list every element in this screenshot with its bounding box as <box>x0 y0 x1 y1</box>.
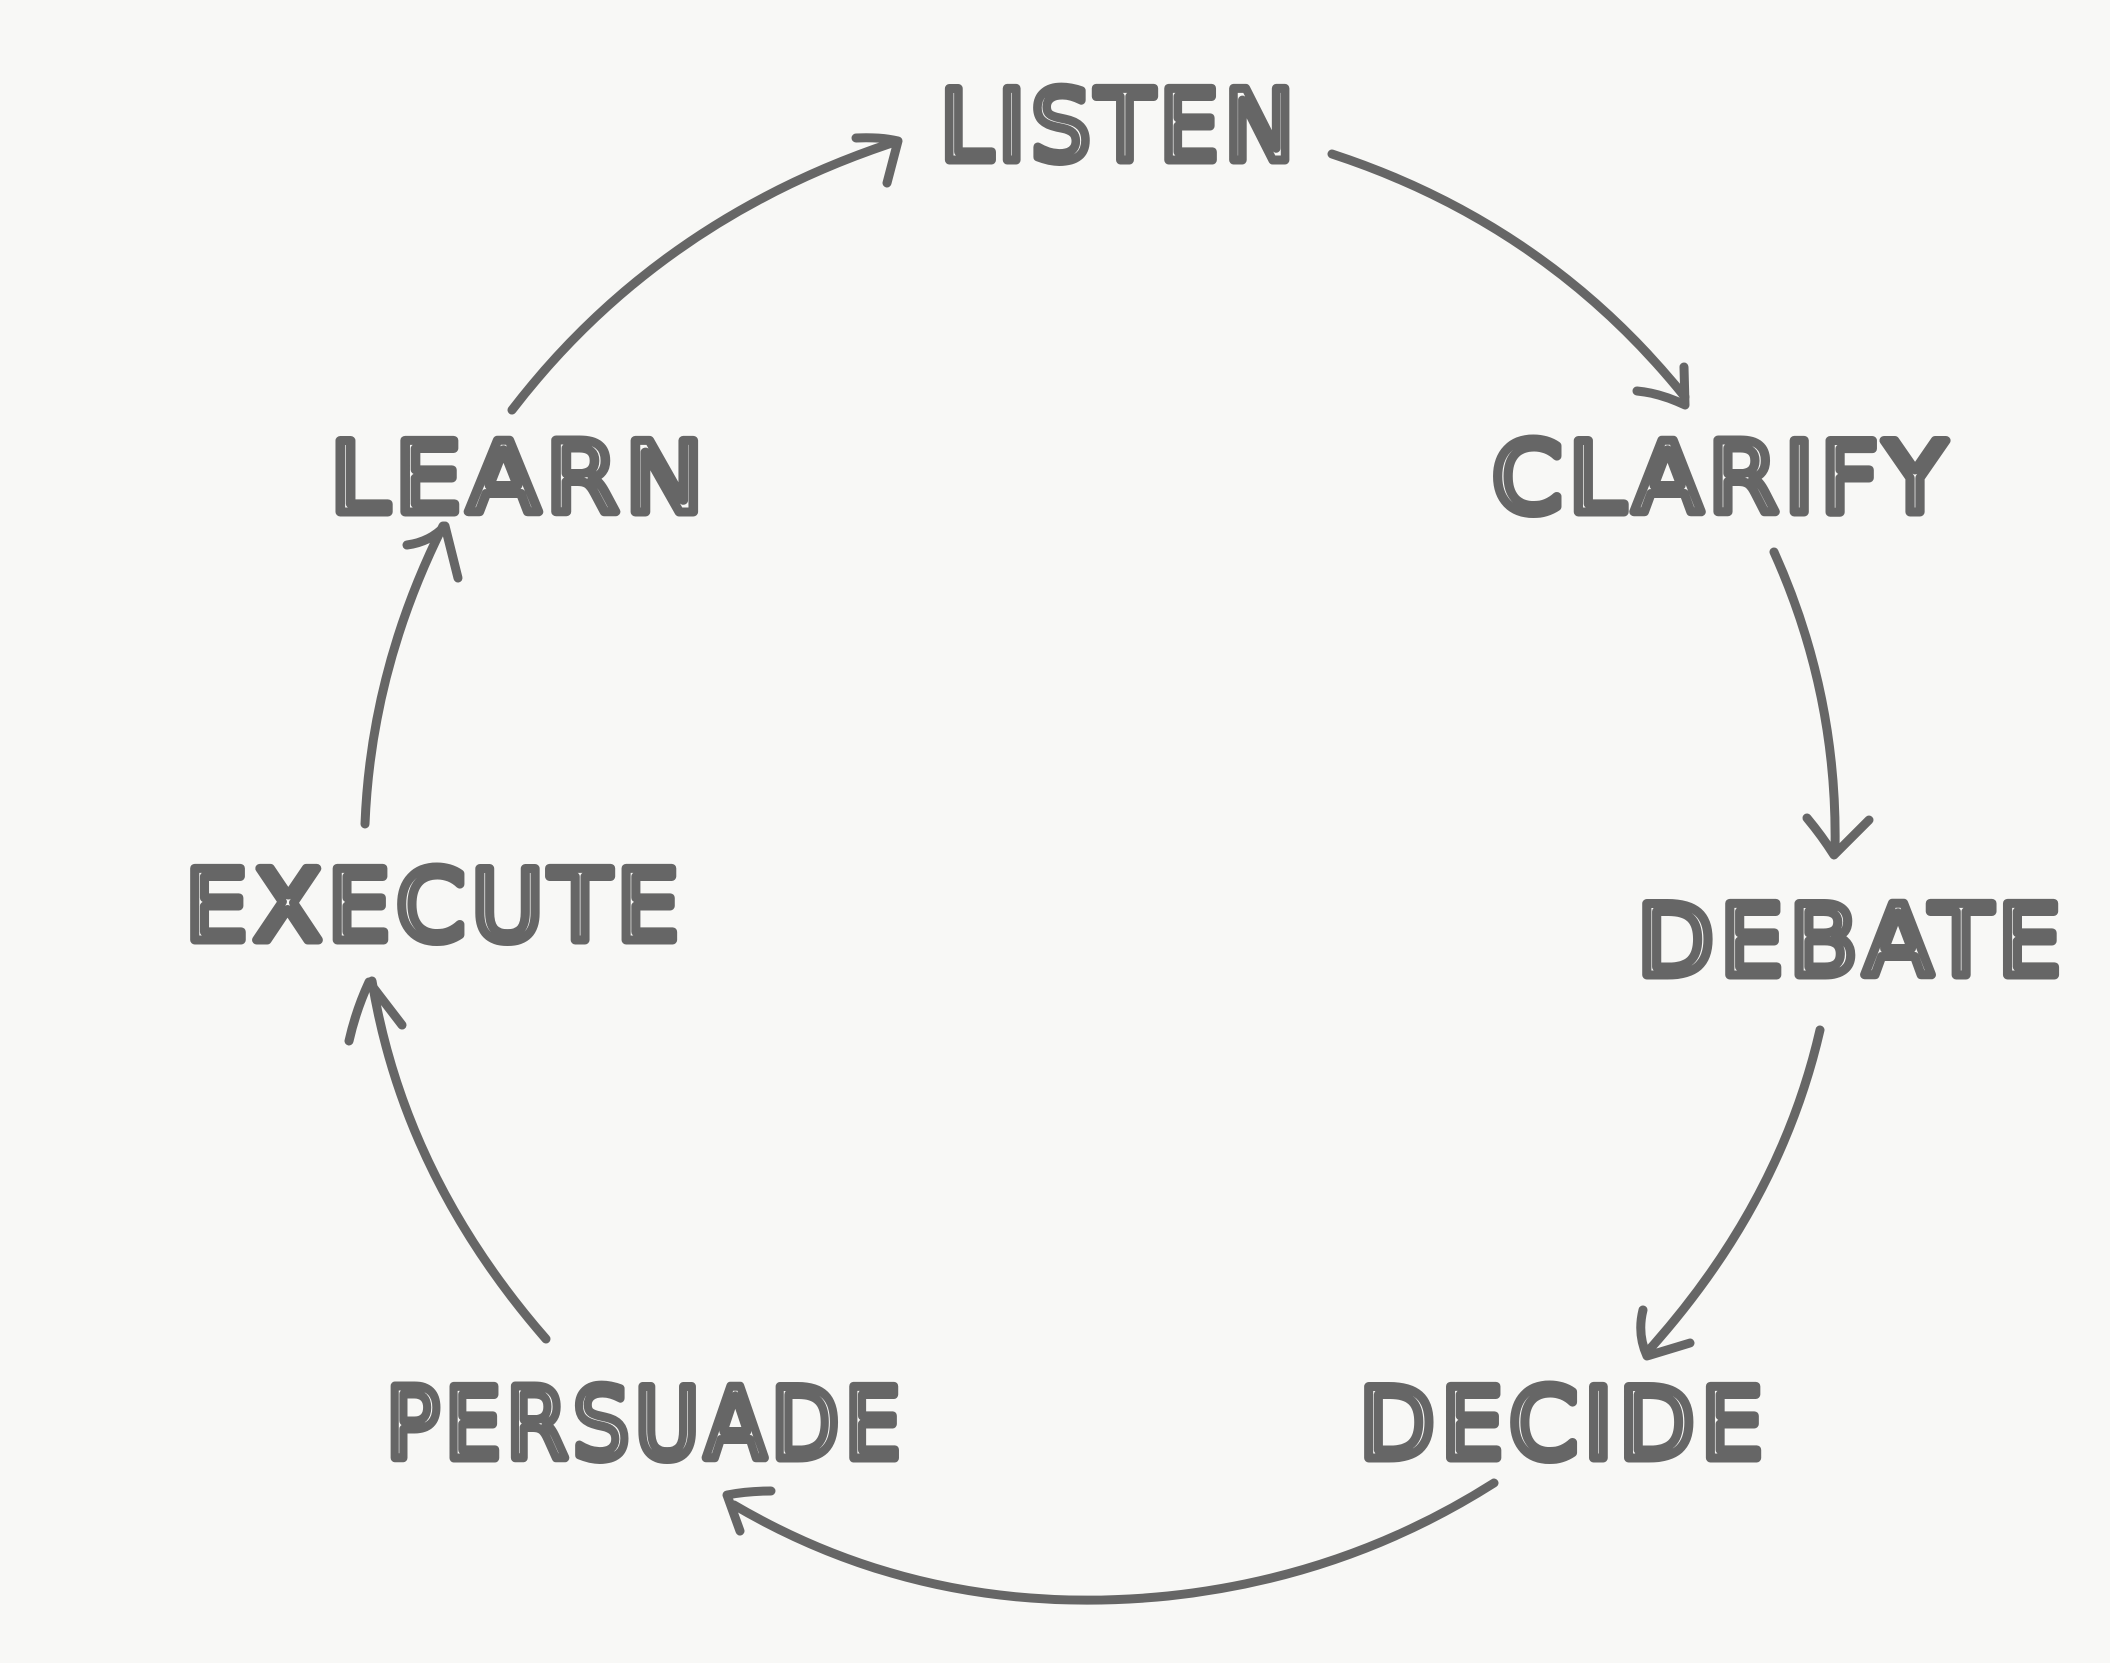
edge-line <box>1327 149 1690 402</box>
edge-line <box>367 976 551 1344</box>
edge-clarify-to-debate <box>1769 547 1874 860</box>
node-decide: DECIDE <box>1359 1368 1769 1482</box>
node-execute: EXECUTE <box>185 850 685 964</box>
arrow-head <box>1802 813 1874 860</box>
arrow-head <box>344 977 407 1046</box>
edge-listen-to-clarify <box>1327 149 1690 410</box>
arrow-head <box>1636 1305 1695 1361</box>
edge-line <box>360 521 448 829</box>
node-clarify: CLARIFY <box>1492 422 1952 536</box>
node-persuade: PERSUADE <box>386 1368 906 1482</box>
node-listen: LISTEN <box>940 70 1300 184</box>
edge-persuade-to-execute <box>344 976 551 1344</box>
edge-debate-to-decide <box>1636 1025 1825 1361</box>
edge-line <box>507 137 900 415</box>
edge-line <box>729 1478 1499 1605</box>
edge-decide-to-persuade <box>722 1478 1499 1605</box>
arrow-head <box>722 1486 776 1536</box>
edge-line <box>1644 1025 1825 1355</box>
edge-execute-to-learn <box>360 521 463 829</box>
node-learn: LEARN <box>330 422 710 536</box>
arrow-head <box>1632 362 1690 410</box>
node-debate: DEBATE <box>1637 885 2067 999</box>
arrow-head <box>851 133 903 188</box>
arrow-head <box>402 521 463 583</box>
edge-learn-to-listen <box>507 133 903 415</box>
edge-line <box>1769 547 1840 855</box>
